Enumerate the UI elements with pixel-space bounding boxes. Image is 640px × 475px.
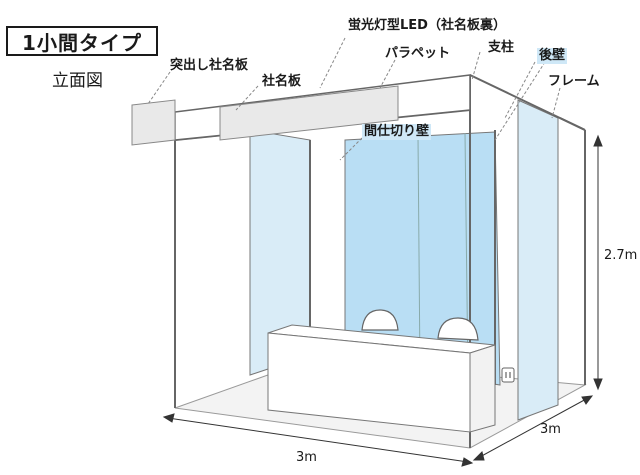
dimension-width: 3m — [296, 450, 317, 465]
label-spotlight: 蛍光灯型LED（社名板裏） — [348, 18, 506, 33]
company-sign-board — [219, 85, 399, 141]
page-title: 1小間タイプ — [6, 26, 158, 56]
label-back-wall: 後壁 — [537, 48, 568, 64]
label-post: 支柱 — [488, 40, 515, 55]
dimension-lines — [162, 134, 603, 467]
dimension-height: 2.7m — [604, 248, 638, 263]
label-partition-wall: 間仕切り壁 — [362, 124, 432, 140]
counter-side — [469, 344, 496, 433]
label-company-sign: 社名板 — [262, 74, 302, 89]
label-protruding-sign: 突出し社名板 — [170, 58, 249, 73]
leader-lines — [147, 37, 561, 161]
power-outlet — [501, 367, 515, 383]
back-wall-seam — [417, 135, 421, 373]
chair — [361, 309, 479, 341]
page-subtitle: 立面図 — [52, 71, 103, 91]
label-parapet: パラペット — [385, 46, 451, 61]
label-frame: フレーム — [548, 74, 600, 89]
right-wall — [517, 99, 559, 421]
protruding-sign-board — [131, 99, 176, 146]
frame — [174, 74, 586, 448]
dimension-depth: 3m — [540, 422, 561, 437]
